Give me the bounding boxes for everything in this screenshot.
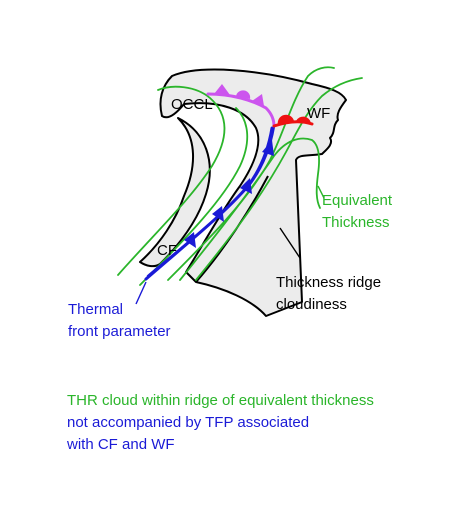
cf-label: CF <box>157 242 177 259</box>
thermal-front-leader <box>135 281 147 305</box>
equivalent-thickness-label-line-1: Equivalent <box>322 192 393 209</box>
caption-line-1: THR cloud within ridge of equivalent thi… <box>67 392 374 409</box>
occluded-front-triangle-1 <box>214 84 230 95</box>
cloud-band-west-strip <box>139 117 211 268</box>
cold-front-triangle-1 <box>262 140 274 156</box>
equivalent-thickness-leader <box>317 185 325 199</box>
caption: THR cloud within ridge of equivalent thi… <box>66 392 374 453</box>
isoline-5 <box>179 137 321 281</box>
leader-lines <box>135 185 325 305</box>
occl-label: OCCL <box>171 96 213 113</box>
warm-front-line <box>272 120 314 128</box>
caption-line-3: with CF and WF <box>66 436 175 453</box>
warm-front-semicircle-2 <box>296 116 311 123</box>
occluded-front <box>206 84 276 128</box>
cold-front-triangle-3 <box>212 206 224 222</box>
occluded-front-triangle-2 <box>252 94 264 106</box>
cold-front-triangle-4 <box>184 232 196 248</box>
isoline-4 <box>195 77 363 281</box>
thickness-ridge-leader <box>279 227 301 259</box>
warm-front-semicircle-1 <box>277 114 294 125</box>
occluded-front-semicircle-1 <box>236 90 251 99</box>
equivalent-thickness-label-line-2: Thickness <box>322 214 390 231</box>
thickness-ridge-label-line-1: Thickness ridge <box>276 274 381 291</box>
isoline-2 <box>139 107 249 286</box>
caption-line-2: not accompanied by TFP associated <box>67 414 309 431</box>
warm-front <box>272 114 314 128</box>
isoline-1 <box>117 85 226 276</box>
cold-front-triangle-2 <box>240 178 252 194</box>
cloud-band <box>139 68 347 317</box>
wf-label: WF <box>307 105 330 122</box>
thermal-front-label-line-1: Thermal <box>68 301 123 318</box>
cold-front <box>144 126 274 281</box>
isoline-3 <box>167 66 335 281</box>
thermal-front-label-line-2: front parameter <box>68 323 171 340</box>
thickness-ridge-label-line-2: cloudiness <box>276 296 347 313</box>
occluded-front-line <box>206 92 276 128</box>
cloud-band-main <box>159 68 347 317</box>
equivalent-thickness-isolines <box>117 66 363 286</box>
